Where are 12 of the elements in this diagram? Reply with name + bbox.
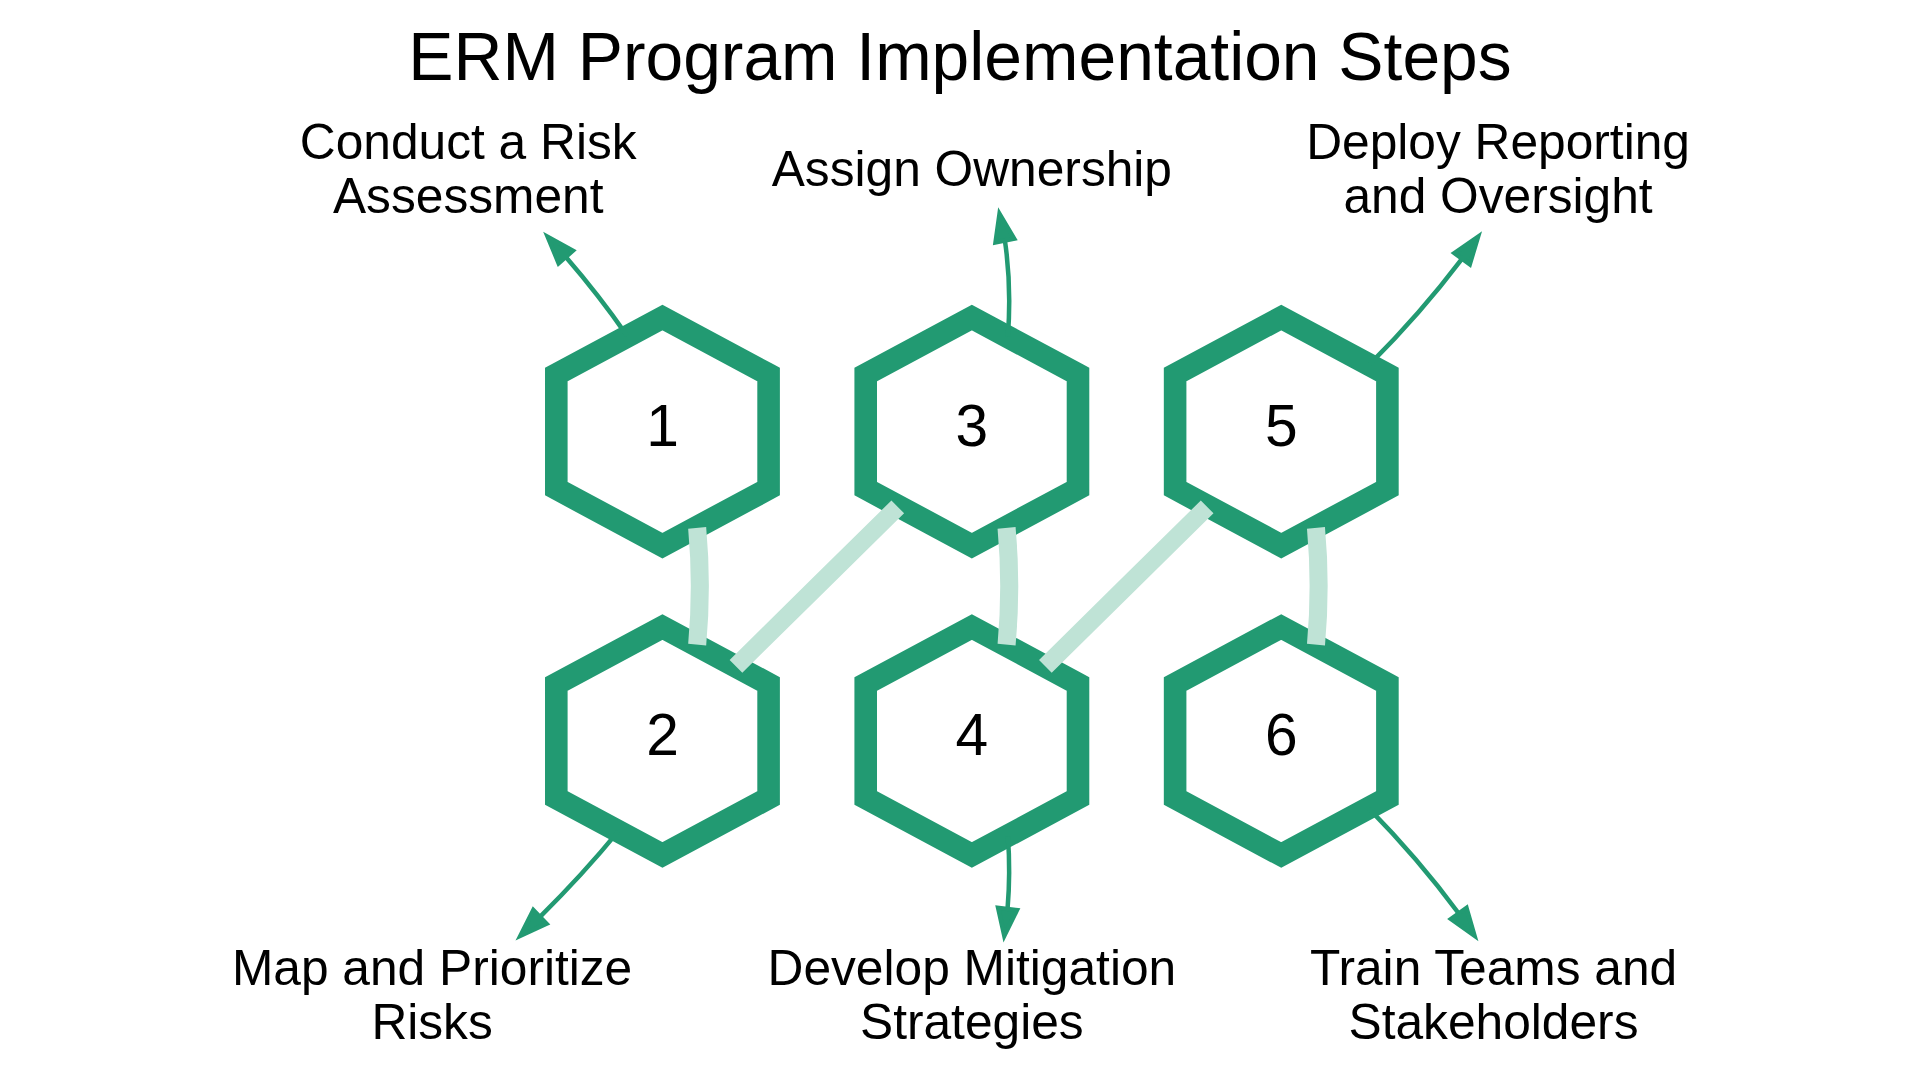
connector [688,527,709,646]
node-text: Develop Mitigation Strategies [767,940,1177,1051]
node-text: Train Teams and Stakeholders [1309,940,1678,1051]
connector [1306,527,1328,646]
node-text: Deploy Reporting and Oversight [1306,113,1690,224]
connector [1039,500,1214,673]
connector [729,500,905,673]
node-text: Map and Prioritize Risks [231,940,633,1051]
node-text: Conduct a Risk Assessment [299,113,637,224]
diagram-title: ERM Program Implementation Steps [408,19,1512,95]
connector [997,527,1019,646]
node-text: Assign Ownership [771,140,1173,197]
